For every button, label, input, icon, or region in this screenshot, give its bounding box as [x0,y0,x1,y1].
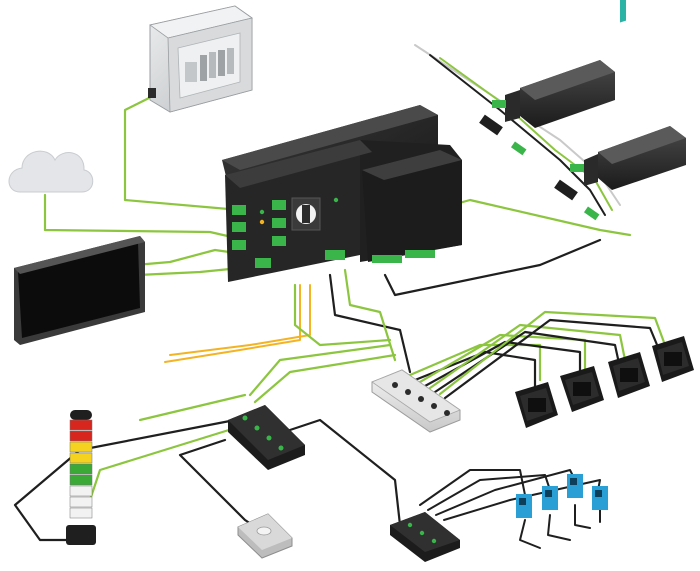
optical-sensor-2 [542,486,558,510]
control-cabinet [148,5,253,113]
cable-hub-module-4b [443,318,662,400]
cable-sensor-tail-2 [547,514,571,541]
signal-tower-segment-red [69,430,93,442]
distribution-box [228,405,305,470]
cable-dist-green-2 [253,353,397,404]
hmi-monitor [14,236,145,345]
cable-dist-button [178,438,262,532]
cable-controller-down-orange-2 [169,284,311,356]
cabinet-connector-icon [148,88,156,98]
push-button-station [237,513,293,559]
power-module-1 [515,382,558,428]
controller-connector-icon [232,205,246,215]
cable-controller-down-green [293,283,392,347]
servo-motor-2 [570,0,686,190]
cable-dist-tower-green [88,423,247,502]
cable-cabinet-controller [123,93,242,212]
cable-controller-hub [328,273,412,374]
optical-sensor-1 [516,494,532,518]
cable-hub-module-3 [428,323,627,390]
cable-dist-sensorbox [288,418,402,527]
signal-tower-segment-yellow [69,441,93,453]
cable-hub-module-1b [413,350,537,392]
servo-motor-1 [492,60,615,128]
signal-tower-segment-green [69,474,93,486]
signal-tower-segment-white [69,485,93,497]
cable-hub-module-2 [418,333,587,384]
power-module-2 [560,366,604,412]
cable-controller-down-orange-1 [164,284,301,363]
cable-sensor-2 [427,474,551,511]
cable-hub-module-4 [438,310,667,396]
signal-tower-segment-red [69,419,93,431]
cable-connectors [479,114,600,221]
cable-dist-green-1 [248,343,392,397]
io-hub [371,369,461,433]
signal-tower-segment-white [69,496,93,508]
optical-sensor-4 [592,486,608,510]
cloud-icon [8,150,94,193]
optical-sensor-3 [567,474,583,498]
cables [13,44,667,549]
cable-hub-module-1 [408,343,542,382]
drive-controller [222,105,462,282]
cable-sensor-tail-3 [574,504,591,529]
cable-controller-motor-black [383,238,602,297]
push-button-icon[interactable] [256,526,272,536]
cable-sensor-tail-1 [519,519,541,549]
cable-hub-module-2b [423,340,582,388]
signal-tower [66,410,96,545]
cable-motor-bundle-green [439,57,613,211]
sensor-box [390,512,460,562]
signal-tower-levels [69,419,93,519]
power-module-4 [652,336,694,382]
cable-motor-bundle-black [429,54,606,216]
signal-tower-segment-yellow [69,452,93,464]
cable-dist-green-3 [138,393,247,422]
cable-dist-tower [13,418,237,542]
cable-controller-hub-green [343,268,397,362]
power-module-3 [608,352,650,398]
signal-tower-segment-white [69,507,93,519]
signal-tower-segment-green [69,463,93,475]
cable-monitor-controller-2 [136,266,242,277]
